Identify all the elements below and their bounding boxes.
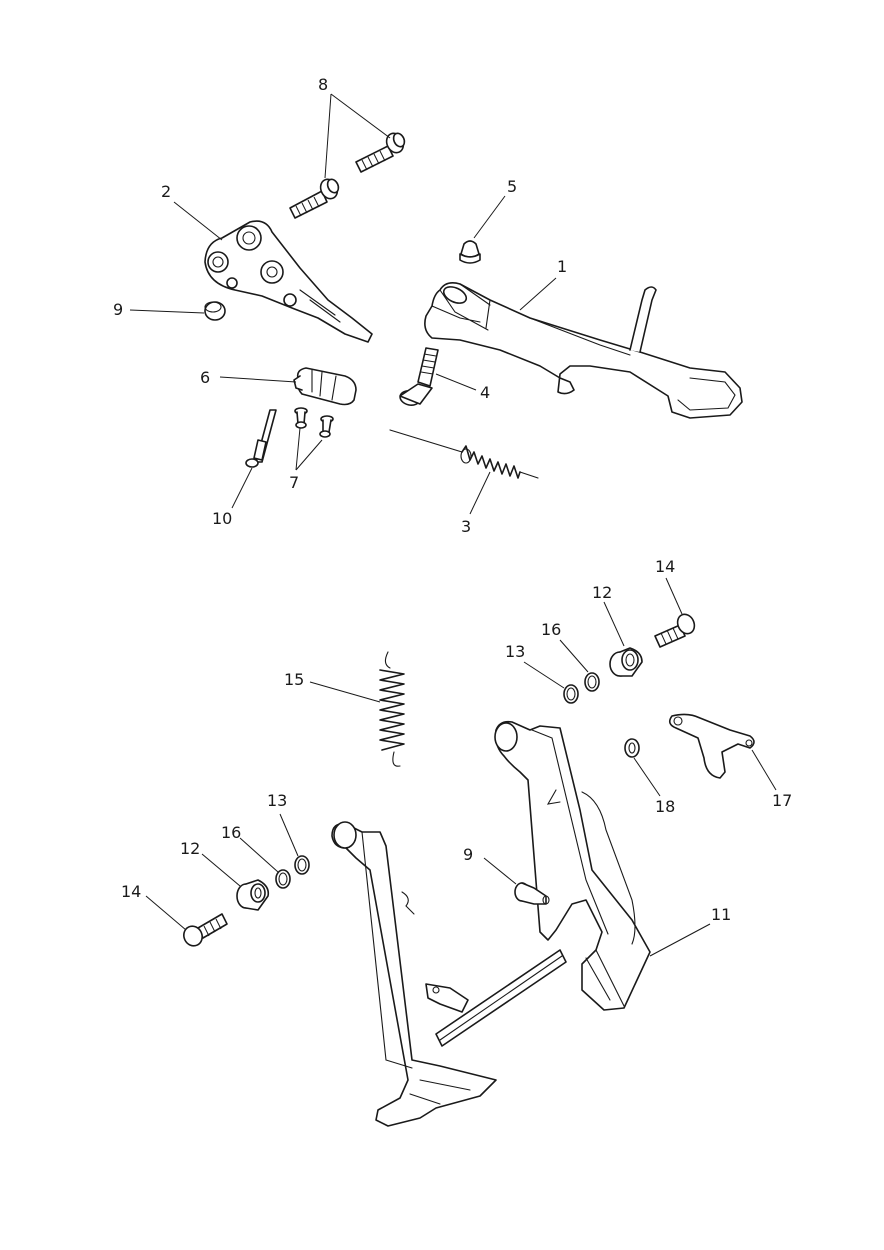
callout-labels: 8 2 5 1 9 6 4 7 10 3 14 12 16 13 15 17 1… [113, 75, 792, 924]
callout-17: 17 [772, 791, 792, 810]
part-16-washer-upper [584, 672, 600, 692]
part-1-side-stand [424, 282, 743, 419]
part-14-bolt-upper [654, 613, 696, 648]
callout-14-lower: 14 [121, 882, 141, 901]
part-6-stand-switch [293, 367, 357, 406]
part-14-bolt-lower [183, 913, 228, 947]
callout-1: 1 [557, 257, 567, 276]
callout-11: 11 [711, 905, 731, 924]
callout-13-upper: 13 [505, 642, 525, 661]
part-2-mounting-bracket [204, 220, 373, 343]
part-7-screw-right [319, 415, 334, 438]
callout-12-lower: 12 [180, 839, 200, 858]
callout-13-lower: 13 [267, 791, 287, 810]
callout-10: 10 [212, 509, 232, 528]
callout-9-lower: 9 [463, 845, 473, 864]
part-8-bolt-upper [355, 132, 406, 173]
callout-5: 5 [507, 177, 517, 196]
part-4-pivot-bolt [399, 347, 439, 406]
callout-6: 6 [200, 368, 210, 387]
callout-18: 18 [655, 797, 675, 816]
callout-16-lower: 16 [221, 823, 241, 842]
part-13-oring-upper [563, 684, 579, 704]
part-8-bolt-lower [289, 178, 340, 219]
part-17-stop-plate [668, 713, 755, 779]
callout-14-upper: 14 [655, 557, 675, 576]
callout-15: 15 [284, 670, 304, 689]
part-12-bush-upper [609, 647, 643, 677]
callout-9-upper: 9 [113, 300, 123, 319]
part-12-bush-lower [236, 879, 270, 911]
part-5-domed-nut [459, 240, 481, 264]
part-3-spring [389, 429, 539, 479]
callout-7: 7 [289, 473, 299, 492]
part-10-stud [245, 409, 277, 468]
part-18-washer [624, 738, 640, 758]
part-15-centre-stand-spring [379, 651, 405, 767]
callout-12-upper: 12 [592, 583, 612, 602]
callout-8: 8 [318, 75, 328, 94]
callout-4: 4 [480, 383, 490, 402]
callout-3: 3 [461, 517, 471, 536]
part-13-oring-lower [294, 855, 310, 875]
part-16-washer-lower [275, 869, 291, 889]
part-9-spacer-upper [204, 301, 226, 321]
leader-lines [129, 93, 777, 957]
part-9-spacer-lower [514, 882, 550, 905]
part-7-screw-left [294, 407, 308, 429]
callout-16-upper: 16 [541, 620, 561, 639]
callout-2: 2 [161, 182, 171, 201]
part-11-centre-stand [331, 720, 651, 1127]
